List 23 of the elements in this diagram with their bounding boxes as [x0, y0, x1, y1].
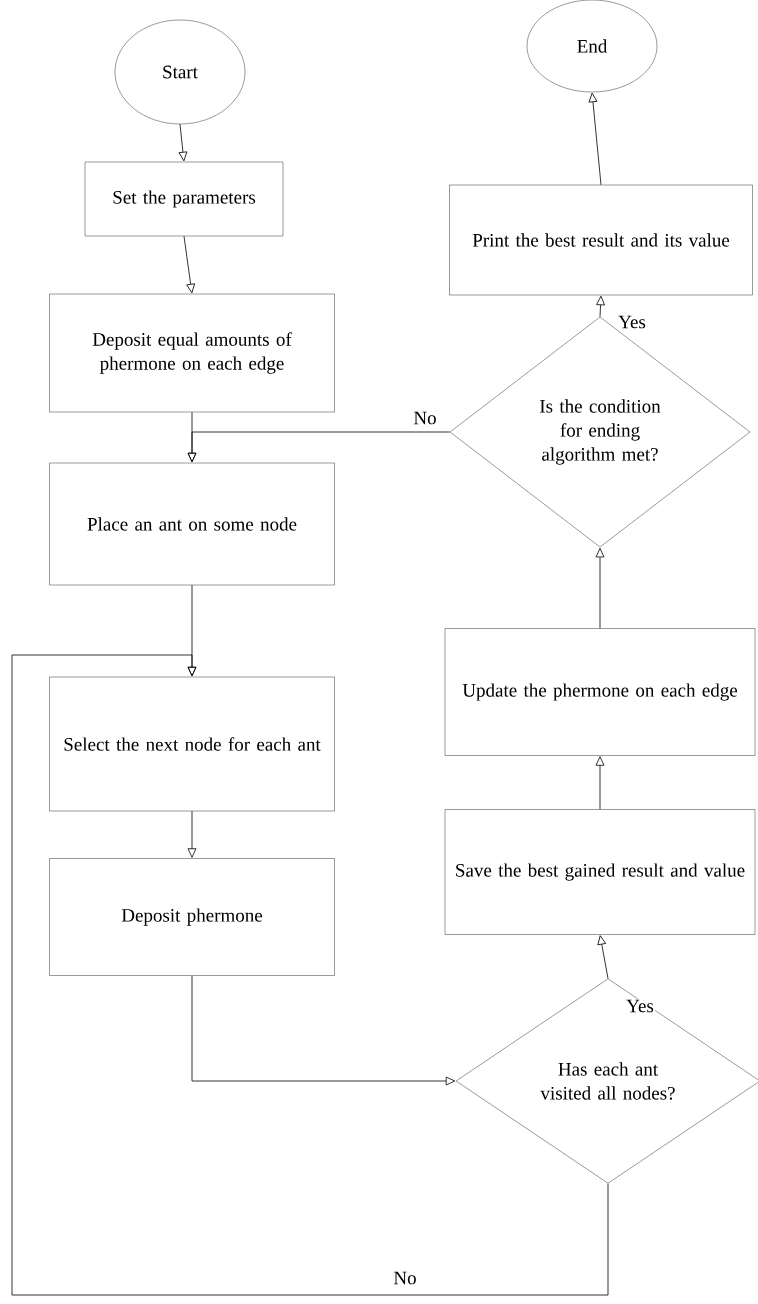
edge-label: Yes: [625, 998, 655, 1014]
arrow: [596, 295, 605, 318]
process-box: Deposit equal amounts of phermone on each edge: [49, 293, 335, 413]
arrow: [11, 654, 609, 1296]
edge-label: No: [392, 1270, 418, 1286]
arrow: [178, 123, 188, 162]
process-box: Save the best gained result and value: [444, 809, 756, 935]
process-box: Update the phermone on each edge: [444, 628, 756, 756]
arrow: [187, 810, 197, 858]
arrow: [595, 547, 605, 629]
arrow: [191, 975, 456, 1086]
edge-label: No: [412, 410, 438, 426]
edge-label: Yes: [617, 314, 647, 330]
arrow: [588, 92, 602, 186]
process-box: Place an ant on some node: [49, 462, 335, 586]
arrow: [595, 756, 605, 810]
process-box: Select the next node for each ant: [49, 676, 335, 812]
process-box: Deposit phermone: [49, 858, 335, 976]
arrow: [187, 431, 451, 463]
arrow: [597, 935, 609, 979]
arrow: [183, 235, 196, 294]
process-box: Print the best result and its value: [449, 184, 753, 296]
process-box: Set the parameters: [84, 161, 284, 237]
